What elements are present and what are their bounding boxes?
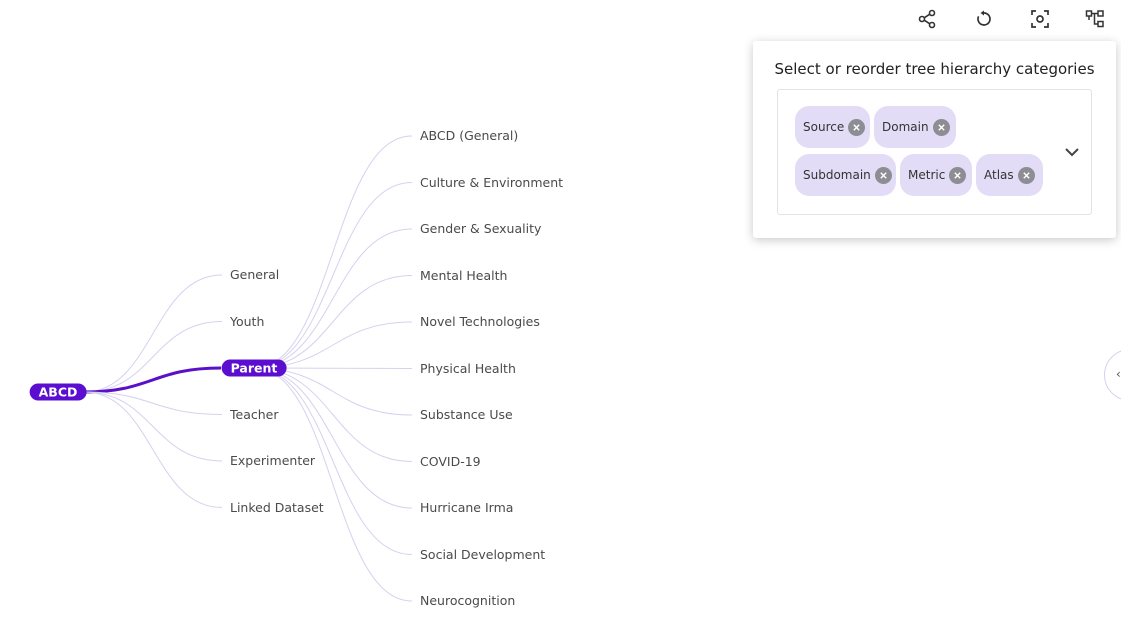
category-select[interactable]: Source Domain Subdomain Metric Atlas [777,89,1092,215]
hierarchy-icon [1085,10,1104,28]
tree-link [253,135,413,369]
chip-metric[interactable]: Metric [900,154,972,196]
tree-node-level2[interactable]: Hurricane Irma [420,500,514,515]
remove-icon[interactable] [848,118,866,136]
tree-node-level2[interactable]: COVID-19 [420,453,481,469]
hierarchy-panel: Select or reorder tree hierarchy categor… [753,41,1116,238]
tree-link [253,367,413,602]
tree-node-level1[interactable]: Linked Dataset [230,499,324,515]
share-button[interactable] [914,6,940,32]
tree-node-level2[interactable]: Physical Health [420,360,516,376]
tree-node-level2[interactable]: Social Development [420,546,546,562]
remove-icon[interactable] [932,118,950,136]
tree-node-level2[interactable]: Mental Health [420,267,508,283]
chip-label: Metric [908,168,946,182]
chip-source[interactable]: Source [795,106,870,148]
chevron-left-icon: ‹ [1116,367,1121,381]
chip-label: Source [803,120,845,134]
tree-node-level2[interactable]: Substance Use [420,407,513,422]
tree-root-node[interactable]: ABCD [29,383,87,401]
tree-node-level1[interactable]: Youth [230,313,265,329]
tree-node-level1[interactable]: Teacher [230,406,279,422]
tree-node-level2[interactable]: Novel Technologies [420,314,540,329]
remove-icon[interactable] [1017,166,1035,184]
tree-link [83,274,223,393]
chip-subdomain[interactable]: Subdomain [795,154,896,196]
remove-icon[interactable] [874,166,892,184]
rotate-icon [977,10,991,26]
hierarchy-button[interactable] [1082,6,1108,32]
focus-button[interactable] [1027,6,1053,32]
tree-node-level2[interactable]: ABCD (General) [420,128,519,143]
panel-title: Select or reorder tree hierarchy categor… [774,60,1095,78]
chevron-down-icon[interactable] [1063,145,1081,159]
reset-button[interactable] [971,6,997,32]
tree-node-selected[interactable]: Parent [221,359,287,377]
chip-label: Atlas [984,168,1014,182]
chip-atlas[interactable]: Atlas [976,154,1043,196]
tree-node-level2[interactable]: Neurocognition [420,593,516,608]
chip-domain[interactable]: Domain [874,106,956,148]
tree-node-level1[interactable]: General [230,267,280,282]
tree-node-level1[interactable]: Experimenter [230,453,316,468]
tree-link [83,391,223,415]
tree-link [83,321,223,393]
tree-link [253,228,413,369]
tree-link [253,275,413,369]
tree-link [253,367,413,509]
tree-link-selected [83,366,222,394]
chip-label: Subdomain [803,168,871,182]
tree-link [83,391,223,462]
tree-node-level2[interactable]: Culture & Environment [420,174,564,190]
tree-link [253,182,413,369]
focus-icon [1031,10,1049,28]
remove-icon[interactable] [949,166,967,184]
tree-link [83,391,223,508]
tree-node-level2[interactable]: Gender & Sexuality [420,221,542,236]
share-icon [918,9,936,29]
chip-label: Domain [882,120,929,134]
tree-link [253,367,413,555]
